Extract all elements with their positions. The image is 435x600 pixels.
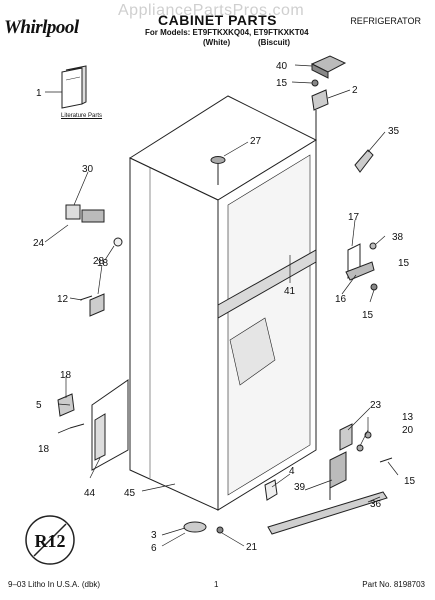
- callout-16: 16: [335, 294, 347, 305]
- screw-15a: [311, 79, 319, 87]
- callout-41: 41: [284, 286, 296, 297]
- callout-15: 15: [404, 476, 416, 487]
- callout-2: 2: [352, 85, 358, 96]
- page-title: CABINET PARTS: [157, 12, 278, 28]
- cover-35: [354, 149, 374, 173]
- callout-45: 45: [124, 488, 136, 499]
- callout-23: 23: [370, 400, 382, 411]
- brand-logo: Whirlpool: [4, 17, 79, 38]
- footer-part-number: Part No. 8198703: [362, 580, 425, 589]
- bracket-17: [345, 242, 378, 291]
- top-hinge-40: [310, 55, 347, 79]
- footer-page-number: 1: [214, 580, 219, 589]
- hinge-pin-2: [311, 89, 329, 140]
- callout-27: 27: [250, 136, 262, 147]
- callout-18: 18: [60, 370, 72, 381]
- models-line: For Models: ET9FTKXKQ04, ET9FTKXKT04: [145, 28, 309, 37]
- cap-27: [210, 156, 226, 185]
- back-panel-44: [91, 379, 129, 471]
- callout-36: 36: [370, 499, 382, 510]
- r12-stamp: [25, 515, 75, 565]
- bottom-hinge-23: [339, 423, 393, 463]
- watermark: AppliancePartsPros.com: [118, 2, 305, 19]
- bracket-12: [79, 293, 105, 317]
- callout-3: 3: [151, 530, 157, 541]
- callout-40: 40: [276, 61, 288, 72]
- callout-17: 17: [348, 212, 360, 223]
- callout-15: 15: [362, 310, 374, 321]
- callout-28: 28: [93, 256, 105, 267]
- callout-35: 35: [388, 126, 400, 137]
- callout-4: 4: [289, 466, 295, 477]
- callout-24: 24: [33, 238, 45, 249]
- leader-lines: [44, 64, 399, 547]
- variant-white: (White): [203, 38, 231, 47]
- door-stop-30: [65, 204, 123, 247]
- callout-6: 6: [151, 543, 157, 554]
- literature-parts-label: Literature Parts: [61, 113, 103, 119]
- callout-numbers: 1 40 15 2 27 35 30 24 28 17 38 15 18 12 …: [33, 61, 416, 554]
- callout-15: 15: [398, 258, 410, 269]
- bottom-rail-36: [267, 491, 388, 535]
- callout-39: 39: [294, 482, 306, 493]
- r12-stamp-label: R12: [35, 531, 66, 551]
- callout-13: 13: [402, 412, 414, 423]
- hinge-strip-39: [329, 451, 347, 500]
- literature-booklet: [61, 65, 87, 109]
- variant-biscuit: (Biscuit): [258, 38, 290, 47]
- callout-21: 21: [246, 542, 258, 553]
- hinge-5: [57, 393, 85, 429]
- cabinet-body: [128, 95, 318, 511]
- callout-20: 20: [402, 425, 414, 436]
- clip-4: [264, 479, 278, 501]
- footer-print-info: 9–03 Litho In U.S.A. (dbk): [8, 580, 101, 589]
- callout-5: 5: [36, 400, 42, 411]
- callout-15: 15: [276, 78, 288, 89]
- appliance-category: REFRIGERATOR: [350, 16, 421, 26]
- callout-44: 44: [84, 488, 96, 499]
- callout-38: 38: [392, 232, 404, 243]
- callout-12: 12: [57, 294, 69, 305]
- callout-18: 18: [38, 444, 50, 455]
- callout-18: 18: [97, 258, 109, 269]
- callout-1: 1: [36, 88, 42, 99]
- leveler-3: [183, 521, 224, 534]
- callout-30: 30: [82, 164, 94, 175]
